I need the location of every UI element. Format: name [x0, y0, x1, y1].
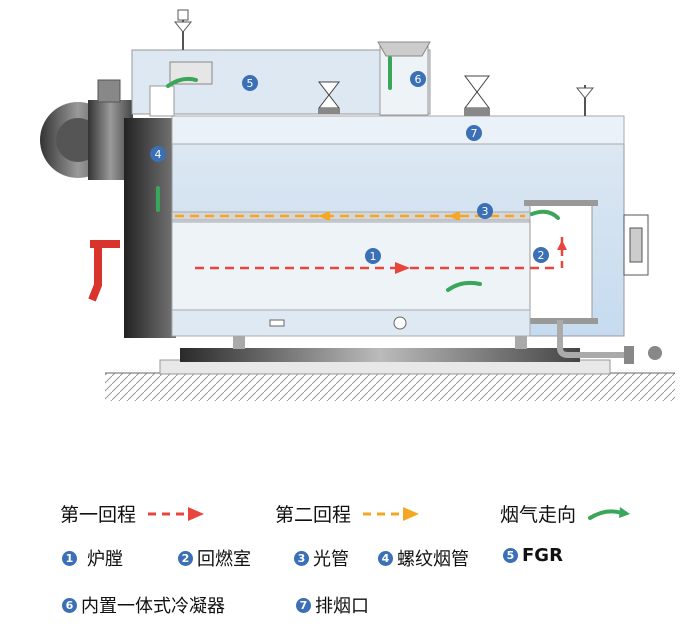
gas-pipe	[88, 240, 120, 302]
valve-top-middle	[317, 81, 341, 114]
legend-item-3: 3 光管	[294, 545, 349, 571]
legend-marker-2: 2	[178, 550, 193, 566]
legend-item-label: 排烟口	[315, 596, 369, 617]
legend: 第一回程 第二回程 烟气走向 1 炉膛 2 回燃室 3 光管 4 螺纹烟管 5	[0, 470, 690, 644]
red-dashed-arrow-icon	[148, 506, 205, 521]
marker-2: 2	[533, 247, 549, 263]
svg-text:2: 2	[538, 249, 545, 262]
orange-dashed-arrow-icon	[363, 506, 420, 521]
legend-item-1: 1 炉膛	[62, 545, 123, 571]
marker-5: 5	[242, 75, 258, 91]
first-pass-flow	[195, 236, 567, 274]
green-curved-arrow-icon	[588, 506, 631, 520]
safety-valve-right	[575, 85, 595, 116]
legend-marker-4: 4	[378, 550, 393, 566]
svg-text:6: 6	[415, 73, 422, 86]
marker-4: 4	[150, 146, 166, 162]
legend-item-4: 4 螺纹烟管	[378, 545, 469, 571]
base-frame	[159, 333, 611, 375]
svg-text:7: 7	[471, 127, 478, 140]
legend-marker-5: 5	[503, 548, 518, 563]
boiler-diagram: 1 2 3 4 5 6 7	[40, 9, 675, 401]
legend-flue-flow: 烟气走向	[500, 500, 632, 527]
safety-valve-left	[173, 9, 193, 50]
legend-first-pass: 第一回程	[60, 500, 208, 527]
second-pass-flow	[175, 211, 525, 221]
svg-text:4: 4	[155, 148, 162, 161]
front-plate	[124, 118, 176, 338]
marker-3: 3	[477, 203, 493, 219]
legend-item-2: 2 回燃室	[178, 545, 251, 571]
svg-text:5: 5	[247, 77, 254, 90]
legend-item-label: 光管	[313, 549, 349, 570]
side-flange	[623, 214, 649, 276]
legend-item-label: FGR	[522, 545, 563, 566]
legend-marker-7: 7	[296, 597, 311, 613]
marker-1: 1	[365, 248, 381, 264]
burner	[40, 79, 133, 180]
legend-item-7: 7 排烟口	[296, 592, 369, 618]
legend-item-5: 5 FGR	[503, 545, 563, 566]
legend-marker-3: 3	[294, 550, 309, 566]
boiler-shell	[171, 115, 625, 337]
svg-text:3: 3	[482, 205, 489, 218]
legend-first-pass-label: 第一回程	[60, 504, 137, 526]
ground	[105, 372, 675, 401]
legend-second-pass: 第二回程	[275, 500, 423, 527]
legend-item-6: 6 内置一体式冷凝器	[62, 592, 225, 618]
legend-item-label: 螺纹烟管	[397, 549, 469, 570]
outlet-pipe	[557, 320, 662, 364]
marker-7: 7	[466, 125, 482, 141]
legend-item-label: 回燃室	[197, 549, 251, 570]
legend-flue-flow-label: 烟气走向	[500, 504, 577, 526]
legend-marker-6: 6	[62, 597, 77, 613]
valve-top-right	[464, 75, 490, 116]
legend-item-label: 炉膛	[87, 549, 123, 570]
flue-gas-arrows	[156, 56, 560, 292]
svg-text:1: 1	[370, 250, 377, 263]
legend-item-label: 内置一体式冷凝器	[81, 596, 225, 617]
legend-second-pass-label: 第二回程	[275, 504, 352, 526]
legend-marker-1: 1	[62, 550, 77, 566]
marker-6: 6	[410, 71, 426, 87]
